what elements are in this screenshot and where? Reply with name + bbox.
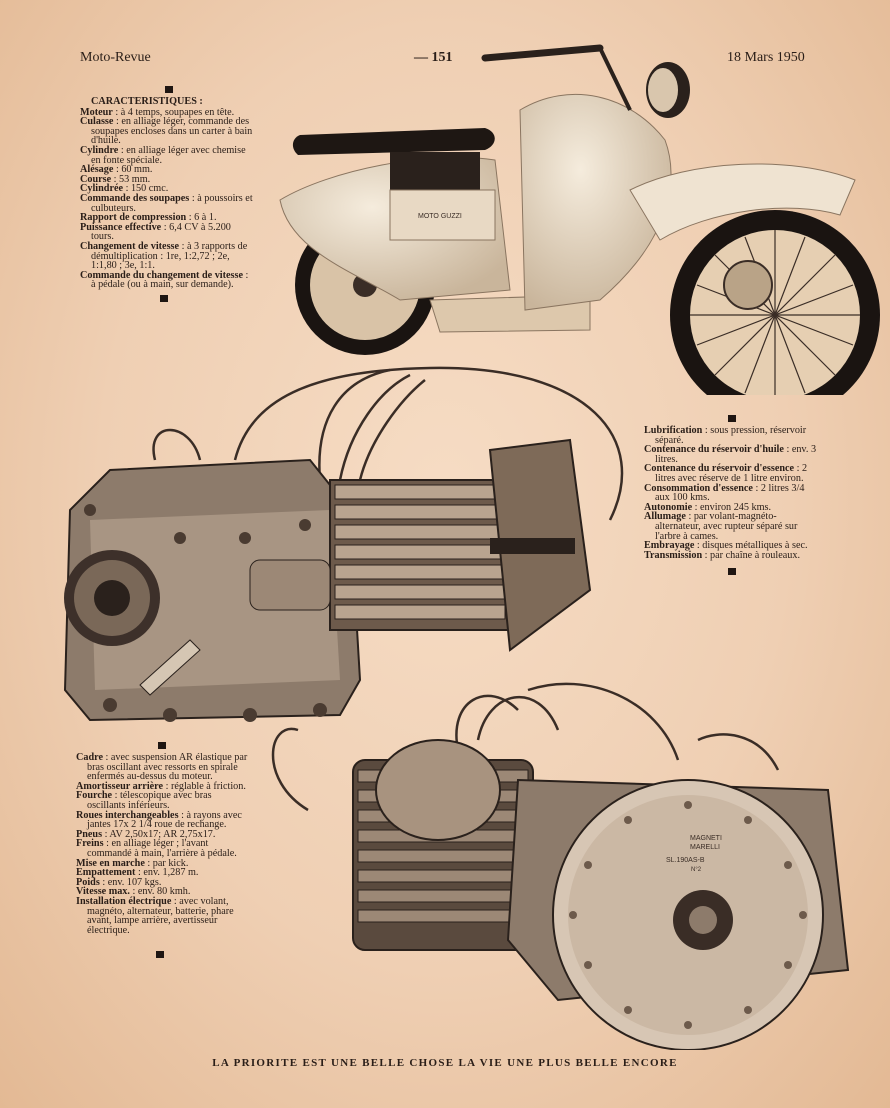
spec-column-bottom: Cadre : avec suspension AR élastique par…	[76, 742, 252, 959]
spec-item: Installation électrique : avec volant, m…	[76, 895, 234, 936]
spec-item: Cadre : avec suspension AR élastique par…	[76, 752, 248, 783]
spec-title: CARACTERISTIQUES :	[91, 96, 203, 107]
section-bullet	[728, 415, 736, 422]
spec-item: Freins : en alliage léger ; l'avant comm…	[76, 838, 237, 859]
magneto-brand-2: MARELLI	[690, 844, 720, 851]
spec-item: Rapport de compression : 6 à 1.	[80, 212, 217, 224]
spec-item: Course : 53 mm.	[80, 173, 151, 185]
spec-item: Fourche : télescopique avec bras oscilla…	[76, 790, 212, 811]
spec-item: Commande du changement de vitesse : à pé…	[80, 269, 249, 291]
spec-item: Contenance du réservoir d'essence : 2 li…	[644, 463, 808, 484]
spec-item: Poids : env. 107 kgs.	[76, 876, 162, 888]
spec-item: Changement de vitesse : à 3 rapports de …	[80, 240, 248, 272]
spec-item: Roues interchangeables : à rayons avec j…	[76, 809, 242, 831]
spec-item: Commande des soupapes : à poussoirs et c…	[80, 192, 253, 214]
spec-item: Empattement : env. 1,287 m.	[76, 867, 199, 879]
magneto-number: N°2	[691, 867, 702, 873]
spec-column-right: Lubrification : sous pression, réservoir…	[644, 415, 820, 576]
spec-item: Transmission : par chaîne à rouleaux.	[644, 549, 800, 561]
spec-item: Cylindre : en alliage léger avec chemise…	[80, 144, 246, 166]
spec-item: Pneus : AV 2,50x17; AR 2,75x17.	[76, 828, 216, 840]
spec-item: Contenance du réservoir d'huile : env. 3…	[644, 444, 817, 465]
spec-item: Mise en marche : par kick.	[76, 857, 189, 869]
spec-item: Moteur : à 4 temps, soupapes en tête.	[80, 106, 235, 118]
section-bullet	[160, 294, 168, 302]
section-bullet	[156, 951, 164, 959]
engine-front-photo: MAGNETI MARELLI SL.190AS-B N°2	[271, 682, 850, 1050]
issue-date: 18 Mars 1950	[727, 50, 805, 65]
magazine-name: Moto-Revue	[80, 50, 151, 65]
section-bullet	[165, 86, 173, 93]
spec-item: Amortisseur arrière : réglable à frictio…	[76, 780, 246, 792]
spec-item: Lubrification : sous pression, réservoir…	[644, 425, 807, 446]
spec-item: Alésage : 60 mm.	[80, 164, 153, 176]
badge-text: MOTO GUZZI	[418, 213, 462, 220]
footer-slogan: LA PRIORITE EST UNE BELLE CHOSE LA VIE U…	[212, 1057, 678, 1069]
engine-side-photo	[63, 366, 624, 722]
spec-item: Autonomie : environ 245 kms.	[644, 501, 772, 513]
spec-item: Cylindrée : 150 cmc.	[80, 183, 169, 195]
spec-item: Culasse : en alliage léger, commande des…	[80, 116, 253, 147]
spec-item: Puissance effective : 6,4 CV à 5.200 tou…	[80, 221, 231, 243]
spec-item: Consommation d'essence : 2 litres 3/4 au…	[644, 482, 805, 504]
spec-column-top: CARACTERISTIQUES : Moteur : à 4 temps, s…	[80, 86, 254, 302]
page-number: — 151	[414, 50, 453, 65]
magneto-brand-1: MAGNETI	[690, 835, 722, 842]
spec-item: Allumage : par volant-magnéto-alternateu…	[644, 511, 798, 542]
spec-item: Vitesse max. : env. 80 kmh.	[76, 886, 191, 898]
magneto-model: SL.190AS-B	[666, 857, 705, 864]
spec-item: Embrayage : disques métalliques à sec.	[644, 540, 808, 552]
section-bullet	[728, 568, 736, 576]
section-bullet	[158, 742, 166, 749]
scooter-photo: MOTO GUZZI	[279, 44, 880, 395]
